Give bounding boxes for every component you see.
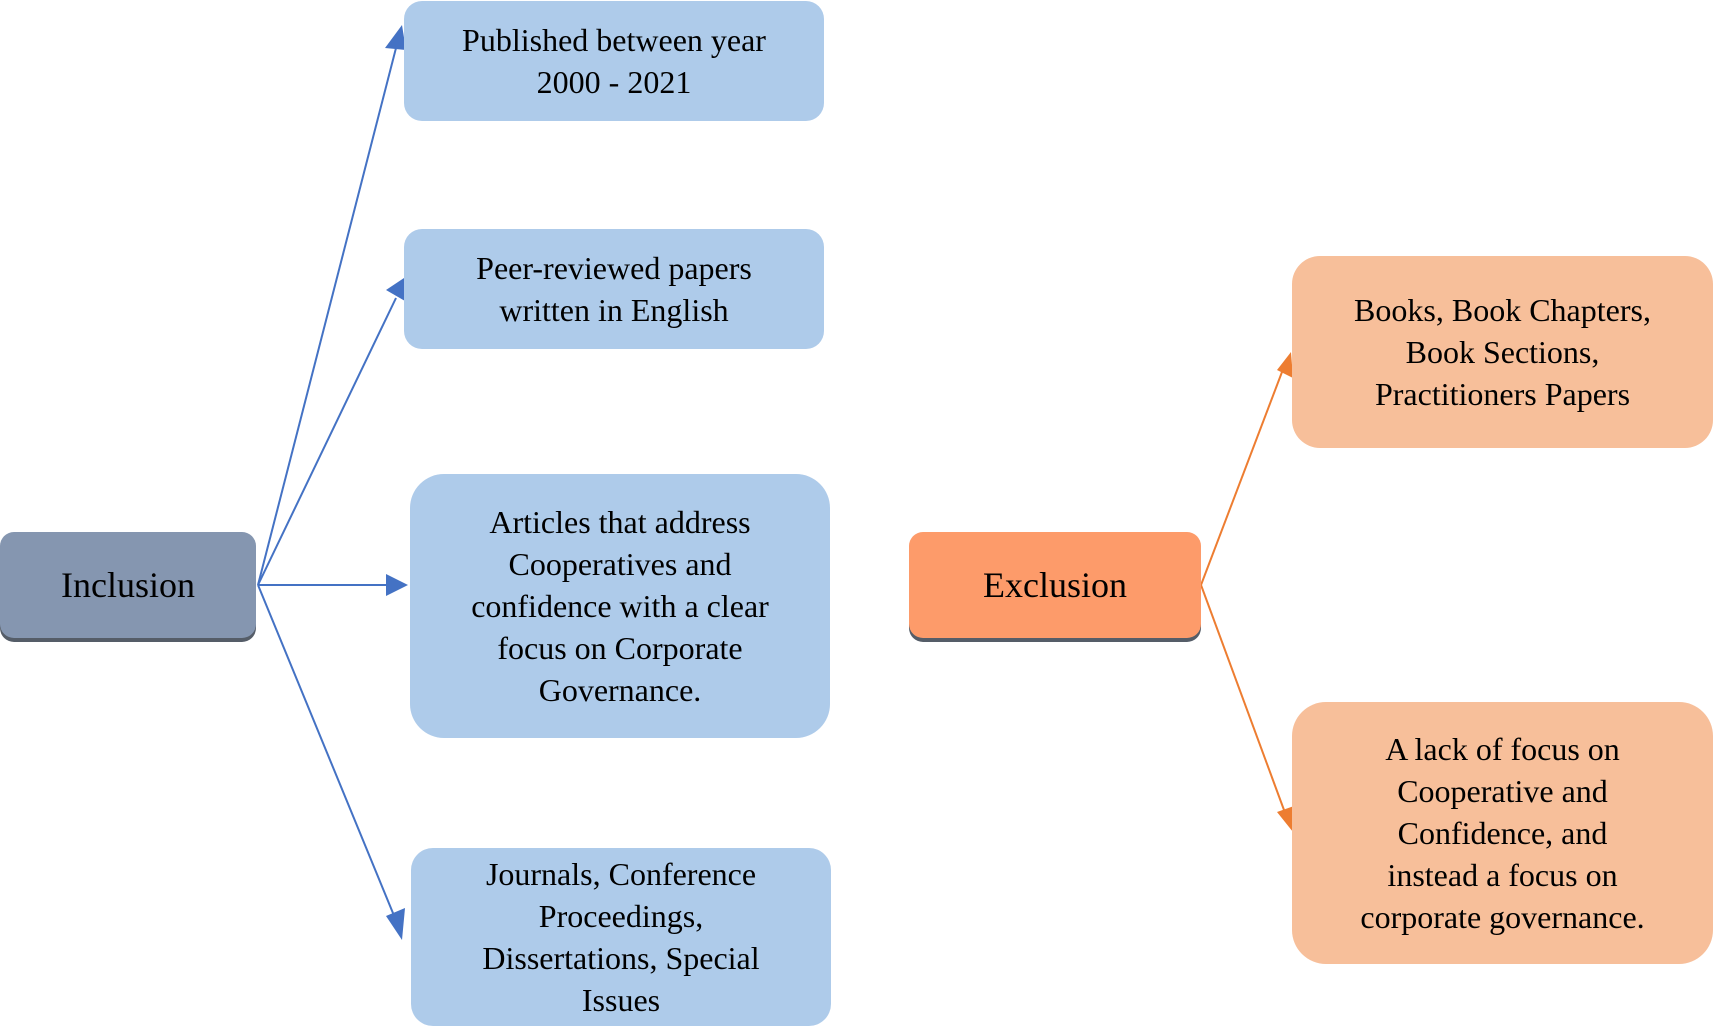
lack-line-3: Confidence, and bbox=[1397, 815, 1608, 851]
arrowhead-articles bbox=[386, 574, 408, 596]
lack-line-5: corporate governance. bbox=[1360, 899, 1645, 935]
exclusion-criterion-lack-of-focus: A lack of focus on Cooperative and Confi… bbox=[1292, 702, 1713, 964]
arrow-exclusion-to-lack bbox=[1200, 584, 1285, 811]
books-line-1: Books, Book Chapters, bbox=[1354, 292, 1651, 328]
journals-line-3: Dissertations, Special bbox=[482, 940, 760, 976]
arrow-inclusion-to-peer bbox=[257, 297, 397, 586]
inclusion-criterion-articles: Articles that address Cooperatives and c… bbox=[410, 474, 830, 738]
lack-line-2: Cooperative and bbox=[1397, 773, 1608, 809]
articles-line-5: Governance. bbox=[538, 672, 702, 708]
arrow-inclusion-to-year bbox=[257, 47, 397, 586]
articles-line-2: Cooperatives and bbox=[508, 546, 732, 582]
peer-line-2: written in English bbox=[499, 292, 729, 328]
inclusion-label: Inclusion bbox=[61, 565, 195, 605]
journals-line-4: Issues bbox=[581, 982, 661, 1018]
articles-line-3: confidence with a clear bbox=[471, 588, 769, 624]
arrow-exclusion-to-books bbox=[1200, 371, 1283, 586]
year-line-2: 2000 - 2021 bbox=[536, 64, 692, 100]
lack-line-1: A lack of focus on bbox=[1385, 731, 1620, 767]
inclusion-criterion-year: Published between year 2000 - 2021 bbox=[404, 1, 824, 121]
arrowhead-year bbox=[385, 25, 406, 50]
arrowhead-journals bbox=[386, 908, 405, 940]
year-line-1: Published between year bbox=[462, 22, 766, 58]
journals-line-2: Proceedings, bbox=[538, 898, 704, 934]
arrowhead-peer bbox=[386, 276, 407, 301]
articles-line-4: focus on Corporate bbox=[497, 630, 743, 666]
books-line-3: Practitioners Papers bbox=[1374, 376, 1631, 412]
arrowhead-lack bbox=[1277, 806, 1294, 832]
exclusion-label: Exclusion bbox=[983, 565, 1127, 605]
lack-line-4: instead a focus on bbox=[1387, 857, 1618, 893]
inclusion-node: Inclusion bbox=[0, 532, 256, 638]
articles-line-1: Articles that address bbox=[489, 504, 751, 540]
peer-line-1: Peer-reviewed papers bbox=[476, 250, 752, 286]
inclusion-criterion-journals: Journals, Conference Proceedings, Disser… bbox=[411, 848, 831, 1026]
books-line-2: Book Sections, bbox=[1405, 334, 1600, 370]
journals-line-1: Journals, Conference bbox=[485, 856, 757, 892]
exclusion-criterion-books: Books, Book Chapters, Book Sections, Pra… bbox=[1292, 256, 1713, 448]
inclusion-criterion-peer-reviewed: Peer-reviewed papers written in English bbox=[404, 229, 824, 349]
arrow-inclusion-to-journals bbox=[257, 584, 396, 919]
arrowhead-books bbox=[1277, 352, 1293, 378]
exclusion-node: Exclusion bbox=[909, 532, 1201, 638]
